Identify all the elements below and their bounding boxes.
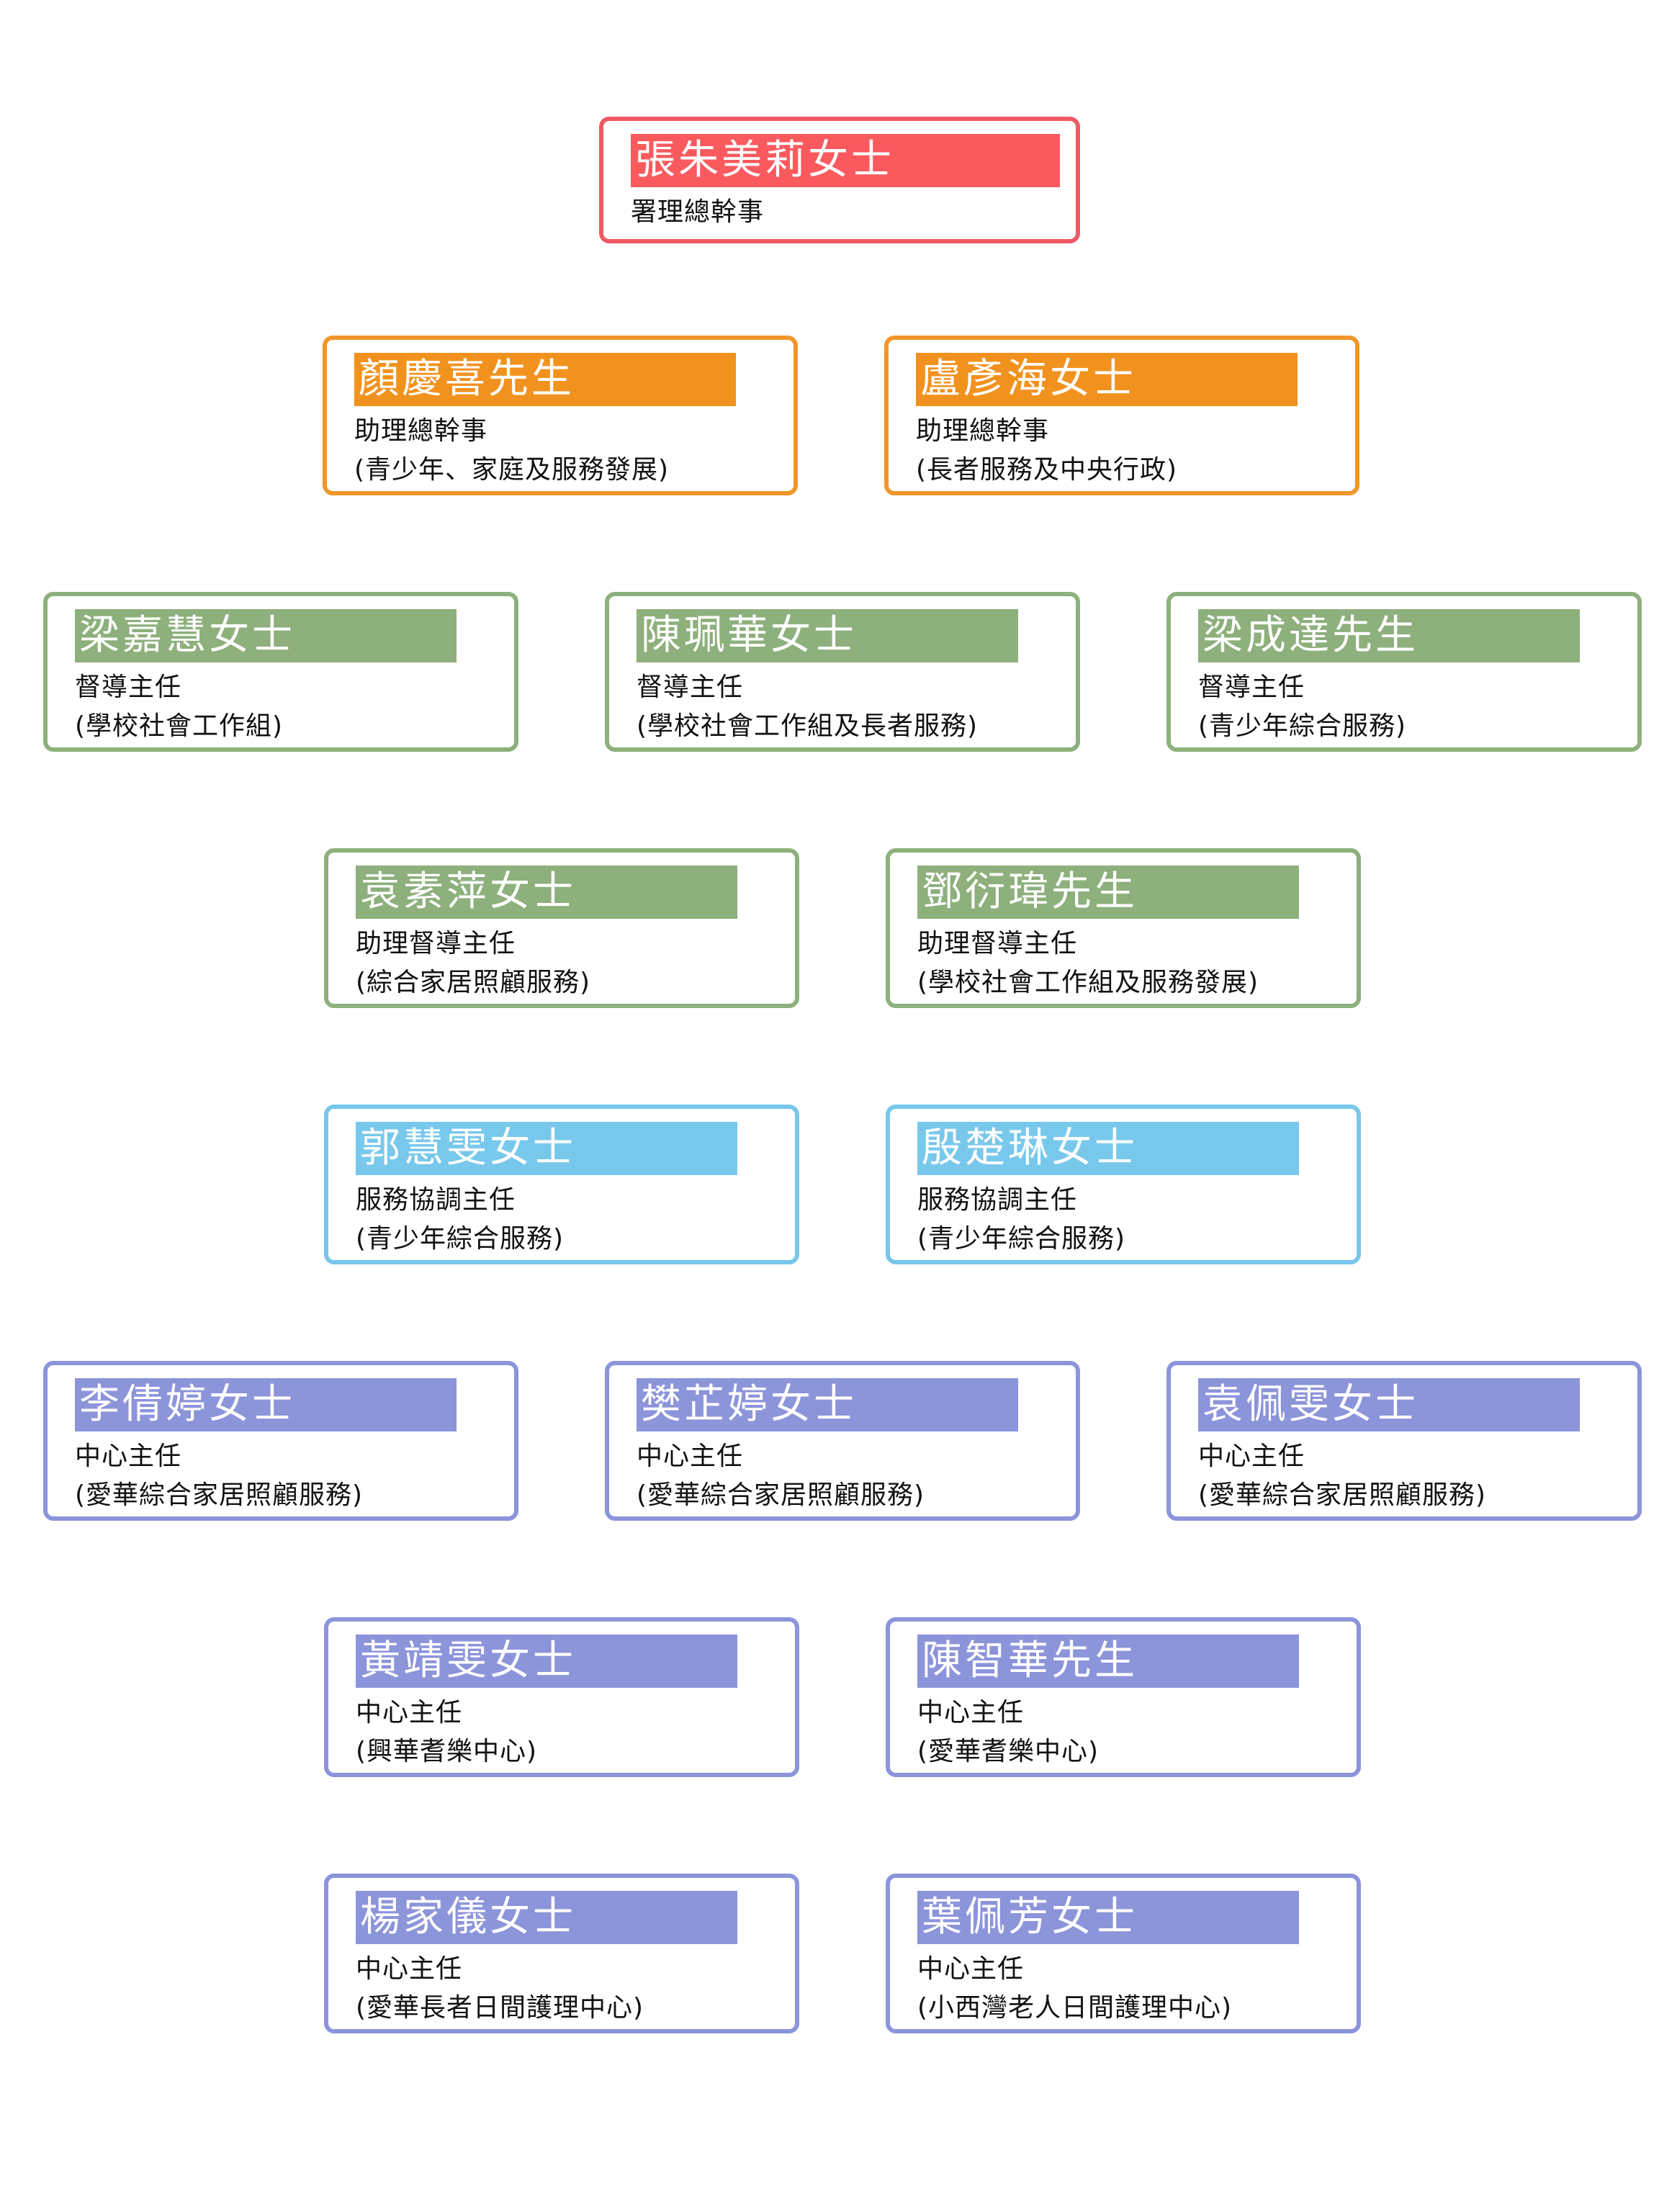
person-department: (學校社會工作組及長者服務) xyxy=(637,711,979,741)
person-name: 顏慶喜先生 xyxy=(354,353,736,406)
person-name: 梁成達先生 xyxy=(1198,609,1580,662)
person-name: 樊芷婷女士 xyxy=(637,1378,1018,1431)
org-card-assistant-director: 顏慶喜先生 助理總幹事 (青少年、家庭及服務發展) xyxy=(323,336,798,495)
person-title: 助理總幹事 xyxy=(354,416,488,446)
person-name: 李倩婷女士 xyxy=(75,1378,457,1431)
org-card-centre-head: 黃靖雯女士 中心主任 (興華耆樂中心) xyxy=(324,1617,799,1777)
org-card-assistant-director: 盧彥海女士 助理總幹事 (長者服務及中央行政) xyxy=(884,336,1359,495)
org-card-assistant-supervisor: 鄧衍瑋先生 助理督導主任 (學校社會工作組及服務發展) xyxy=(886,848,1361,1008)
person-title: 中心主任 xyxy=(356,1954,463,1984)
person-department: (青少年綜合服務) xyxy=(917,1224,1126,1254)
person-name: 陳珮華女士 xyxy=(637,609,1018,662)
org-card-centre-head: 袁佩雯女士 中心主任 (愛華綜合家居照顧服務) xyxy=(1166,1361,1642,1521)
person-title: 助理總幹事 xyxy=(916,416,1050,446)
person-title: 督導主任 xyxy=(1198,673,1305,702)
person-name: 陳智華先生 xyxy=(917,1635,1299,1688)
person-title: 服務協調主任 xyxy=(917,1185,1078,1215)
org-card-acting-executive-director: 張朱美莉女士 署理總幹事 xyxy=(599,117,1080,243)
person-title: 中心主任 xyxy=(1198,1442,1305,1471)
person-title: 助理督導主任 xyxy=(356,929,516,958)
person-department: (綜合家居照顧服務) xyxy=(356,968,591,997)
person-name: 鄧衍瑋先生 xyxy=(917,866,1299,919)
person-department: (青少年、家庭及服務發展) xyxy=(354,455,670,485)
person-department: (愛華長者日間護理中心) xyxy=(356,1993,644,2023)
person-name: 梁嘉慧女士 xyxy=(75,609,457,662)
person-department: (愛華綜合家居照顧服務) xyxy=(75,1480,364,1510)
person-department: (青少年綜合服務) xyxy=(1198,711,1407,741)
person-department: (興華耆樂中心) xyxy=(356,1737,538,1766)
org-card-centre-head: 李倩婷女士 中心主任 (愛華綜合家居照顧服務) xyxy=(43,1361,518,1521)
person-title: 中心主任 xyxy=(637,1442,744,1471)
person-name: 黃靖雯女士 xyxy=(356,1635,737,1688)
person-name: 楊家儀女士 xyxy=(356,1891,737,1944)
person-title: 中心主任 xyxy=(356,1698,463,1727)
person-title: 中心主任 xyxy=(75,1442,182,1471)
person-department: (愛華耆樂中心) xyxy=(917,1737,1100,1766)
person-name: 袁佩雯女士 xyxy=(1198,1378,1580,1431)
org-card-assistant-supervisor: 袁素萍女士 助理督導主任 (綜合家居照顧服務) xyxy=(324,848,799,1008)
org-card-supervisor: 梁嘉慧女士 督導主任 (學校社會工作組) xyxy=(43,592,518,752)
person-name: 葉佩芳女士 xyxy=(917,1891,1299,1944)
person-name: 殷楚琳女士 xyxy=(917,1122,1299,1175)
person-name: 盧彥海女士 xyxy=(916,353,1298,406)
person-title: 中心主任 xyxy=(917,1954,1025,1984)
person-department: (長者服務及中央行政) xyxy=(916,455,1178,485)
person-name: 郭慧雯女士 xyxy=(356,1122,737,1175)
person-title: 助理督導主任 xyxy=(917,929,1078,958)
person-department: (愛華綜合家居照顧服務) xyxy=(1198,1480,1487,1510)
person-title: 中心主任 xyxy=(917,1698,1025,1727)
org-card-service-coordinator: 郭慧雯女士 服務協調主任 (青少年綜合服務) xyxy=(324,1105,799,1264)
org-card-supervisor: 梁成達先生 督導主任 (青少年綜合服務) xyxy=(1166,592,1642,752)
org-card-service-coordinator: 殷楚琳女士 服務協調主任 (青少年綜合服務) xyxy=(886,1105,1361,1264)
person-name: 袁素萍女士 xyxy=(356,866,737,919)
org-card-centre-head: 葉佩芳女士 中心主任 (小西灣老人日間護理中心) xyxy=(886,1874,1361,2033)
person-department: (學校社會工作組及服務發展) xyxy=(917,968,1259,997)
org-card-centre-head: 楊家儀女士 中心主任 (愛華長者日間護理中心) xyxy=(324,1874,799,2033)
person-department: (小西灣老人日間護理中心) xyxy=(917,1993,1233,2023)
person-name: 張朱美莉女士 xyxy=(631,134,1060,187)
org-card-supervisor: 陳珮華女士 督導主任 (學校社會工作組及長者服務) xyxy=(605,592,1080,752)
org-card-centre-head: 樊芷婷女士 中心主任 (愛華綜合家居照顧服務) xyxy=(605,1361,1080,1521)
person-department: (青少年綜合服務) xyxy=(356,1224,565,1254)
person-title: 督導主任 xyxy=(637,673,744,702)
person-department: (學校社會工作組) xyxy=(75,711,284,741)
org-card-centre-head: 陳智華先生 中心主任 (愛華耆樂中心) xyxy=(886,1617,1361,1777)
person-title: 督導主任 xyxy=(75,673,182,702)
person-title: 署理總幹事 xyxy=(631,197,765,227)
person-department: (愛華綜合家居照顧服務) xyxy=(637,1480,925,1510)
person-title: 服務協調主任 xyxy=(356,1185,516,1215)
